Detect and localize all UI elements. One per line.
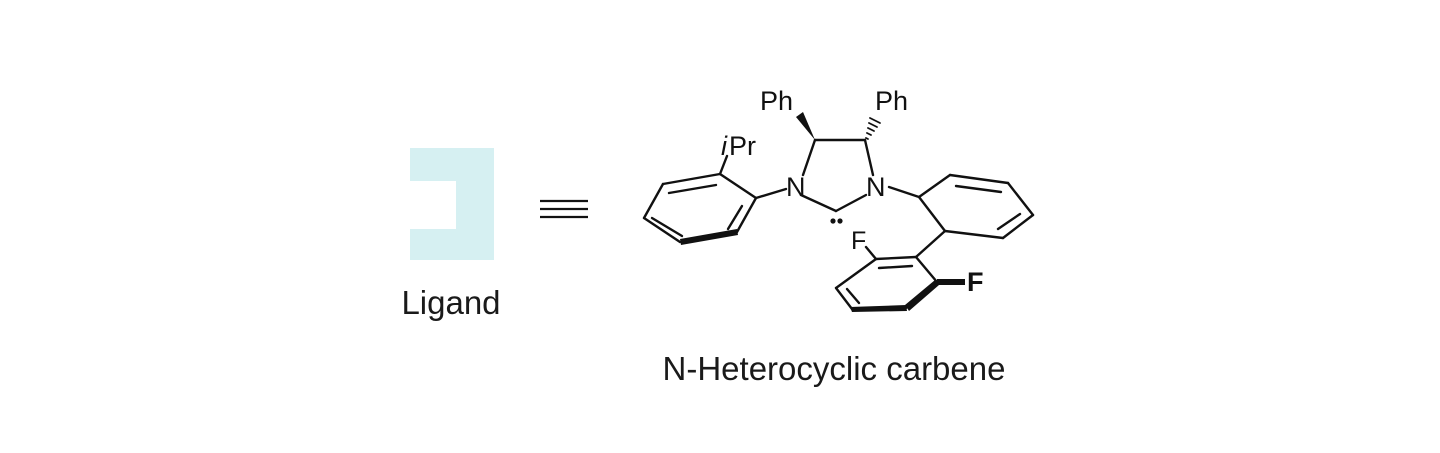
difluorophenyl-ring [834, 255, 939, 311]
ph-right-hash [865, 117, 881, 140]
atom-n-left: N [786, 172, 806, 202]
biaryl-bond [914, 229, 947, 259]
molecule-caption: N-Heterocyclic carbene [662, 350, 1006, 387]
left-ring-bold-edge [680, 229, 738, 245]
atom-n-right: N [866, 172, 886, 202]
atom-f-bold: F [967, 267, 984, 297]
equivalence-symbol [540, 199, 588, 219]
ipr-bond [718, 154, 729, 176]
ph-left-wedge [796, 112, 815, 140]
atom-ph-right: Ph [875, 86, 908, 116]
bottom-ring-bold-edge [850, 305, 907, 312]
nhc-structure [642, 112, 1035, 312]
f-top-bond [864, 245, 878, 261]
ligand-label: Ligand [401, 284, 501, 321]
imidazolinylidene-ring [799, 138, 875, 213]
left-aryl-ring [642, 172, 758, 244]
right-aryl-ring [917, 173, 1035, 240]
atom-ipr-i: i [721, 131, 728, 161]
f-bold-bond [937, 279, 965, 285]
n-right-aryl-bond [887, 185, 921, 199]
atom-ph-left: Ph [760, 86, 793, 116]
atom-f-top: F [851, 227, 866, 255]
bottom-ring-bold-edge-2 [905, 280, 939, 311]
carbene-lone-pair-dot-1 [830, 218, 836, 224]
ligand-shape [410, 148, 494, 260]
n-left-aryl-bond [754, 187, 788, 200]
atom-ipr-pr: Pr [729, 131, 756, 161]
carbene-lone-pair-dot-2 [837, 218, 843, 224]
